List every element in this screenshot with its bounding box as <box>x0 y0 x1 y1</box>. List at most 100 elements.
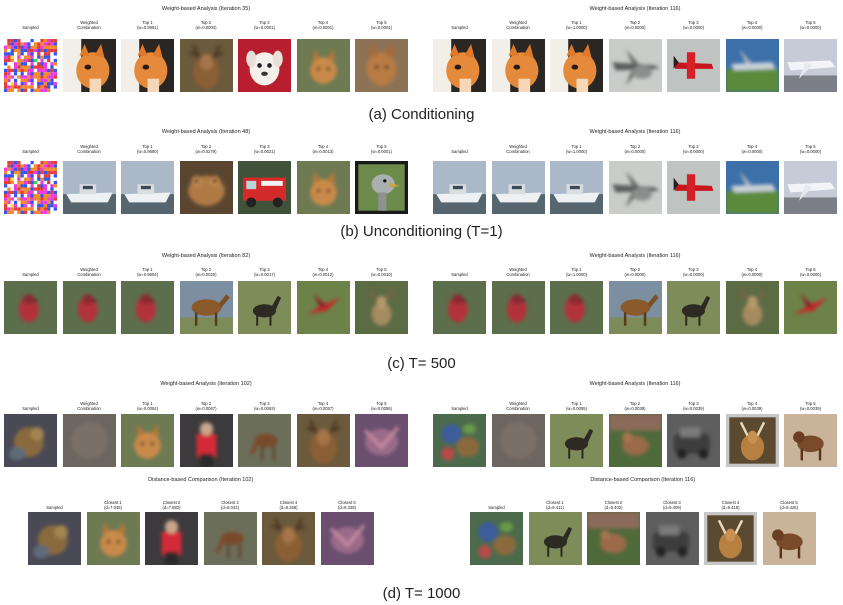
image-label-line1: Weighted <box>509 267 527 272</box>
thumbnail-image <box>725 161 779 214</box>
image-label-line2: (w=0.0000) <box>624 272 646 277</box>
image-label: Top 3(w=0.0001) <box>238 18 291 30</box>
thumbnail-image <box>238 281 291 334</box>
image-label-line1: Top 4 <box>317 401 329 406</box>
image-label-line1: Top 3 <box>259 144 270 149</box>
image-cell: Top 5(w=0.0001) <box>355 18 408 92</box>
image-label-line2: (w=0.9604) <box>136 272 159 277</box>
image-label-line1: Closest 1 <box>546 500 564 505</box>
subfigure-caption: (b) Unconditioning (T=1) <box>340 223 503 240</box>
thumbnail-image <box>179 39 233 92</box>
image-label: Closest 3(d=8.042) <box>204 498 257 510</box>
image-label-line1: Top 5 <box>805 20 816 25</box>
image-label-line1: Sampled <box>451 406 468 411</box>
image-label: Top 4(w=0.0013) <box>297 142 350 154</box>
thumbnail-image <box>4 414 57 467</box>
image-label-line2: (w=0.0279) <box>195 149 217 154</box>
image-label-line1: Top 3 <box>259 401 270 406</box>
image-label-line2: (d=8.339) <box>337 505 357 510</box>
image-label-line1: Sampled <box>22 406 39 411</box>
image-label-line2: Combination <box>506 272 530 277</box>
image-label: Top 5(w=0.0001) <box>355 18 408 30</box>
panel-title: Weight-based Analysis (Iteration 35) <box>161 6 251 12</box>
image-label: Closest 2(d=7.883) <box>145 498 198 510</box>
image-label-line2: (d=7.883) <box>162 505 181 510</box>
panel-title: Weight-based Analysis (Iteration 116) <box>589 381 681 387</box>
image-label-line1: Top 5 <box>376 20 387 25</box>
image-cell: Sampled <box>4 399 57 467</box>
thumbnail-image <box>608 414 662 467</box>
image-label-line2: (w=1.0000) <box>565 25 588 30</box>
thumbnail-image <box>550 281 603 334</box>
image-label: Top 5(w=0.0001) <box>355 142 408 154</box>
thumbnail-image <box>491 39 545 92</box>
image-cell: Top 4(w=0.0012) <box>296 265 350 334</box>
image-label-line2: (w=0.0001) <box>370 149 393 154</box>
image-label-line2: (w=0.0000) <box>799 25 822 30</box>
image-label-line2: (w=0.0000) <box>741 272 763 277</box>
thumbnail-image <box>470 512 523 565</box>
image-cell: Top 1(w=0.9991) <box>121 18 174 92</box>
thumbnail-image <box>179 161 233 214</box>
image-cell: Closest 5(d=8.339) <box>320 498 374 565</box>
thumbnail-image <box>667 161 720 214</box>
image-label-line1: Closest 5 <box>338 500 356 505</box>
image-label-line2: (w=0.0000) <box>682 272 705 277</box>
image-label: Top 4(w=0.0001) <box>297 18 350 30</box>
thumbnail-image <box>433 161 486 214</box>
image-label: Top 1(w=1.0000) <box>550 18 603 30</box>
image-label-line2: (w=0.0001) <box>253 25 276 30</box>
image-label-line2: (d=8.268) <box>279 505 298 510</box>
image-cell: Top 1(w=0.0054) <box>121 399 174 467</box>
image-cell: Top 1(w=0.9680) <box>121 142 174 214</box>
image-label-line2: (d=9.402) <box>604 505 623 510</box>
image-label-line2: Combination <box>506 406 530 411</box>
thumbnail-image <box>725 414 779 467</box>
image-label: Top 1(w=1.0000) <box>550 265 603 277</box>
image-label-line1: Closest 5 <box>780 500 798 505</box>
image-label: Sampled <box>433 142 486 154</box>
thumbnail-image <box>62 161 116 214</box>
thumbnail-image <box>296 281 350 334</box>
image-label: Closest 5(d=9.426) <box>763 498 816 510</box>
image-cell: Top 1(w=1.0000) <box>550 142 603 214</box>
image-label-line1: Top 3 <box>259 20 270 25</box>
image-cell: Top 3(w=0.0001) <box>238 18 291 92</box>
image-label-line1: Sampled <box>22 149 39 154</box>
image-label: Top 4(w=0.0012) <box>297 265 350 277</box>
image-label-line1: Sampled <box>22 25 39 30</box>
image-label-line1: Top 2 <box>200 20 212 25</box>
image-label-line1: Top 3 <box>688 20 699 25</box>
image-label-line1: Top 5 <box>805 144 816 149</box>
image-cell: Top 4(w=0.0013) <box>296 142 350 214</box>
image-label: Top 5(w=0.0000) <box>784 265 837 277</box>
image-label-line2: (w=0.0000) <box>682 25 705 30</box>
image-cell: Top 5(w=0.0001) <box>355 142 408 214</box>
image-label: Top 2(w=0.0000) <box>609 142 662 154</box>
image-cell: Top 3(w=0.0039) <box>667 399 720 467</box>
image-cell: Top 3(w=0.0000) <box>667 265 720 334</box>
image-label-line2: (w=0.0013) <box>312 149 334 154</box>
image-label-line1: Top 4 <box>746 267 758 272</box>
thumbnail-image <box>121 39 174 92</box>
image-label-line1: Sampled <box>488 505 505 510</box>
image-cell: Top 4(w=0.0057) <box>296 399 350 467</box>
thumbnail-image <box>355 161 408 214</box>
image-label-line2: (w=0.9680) <box>136 149 159 154</box>
image-label-line1: Top 3 <box>259 267 270 272</box>
image-label: Sampled <box>4 142 57 154</box>
image-label-line1: Closest 4 <box>279 500 298 505</box>
image-label-line1: Weighted <box>80 267 98 272</box>
subfigure-caption: (a) Conditioning <box>368 106 475 123</box>
image-label-line2: Combination <box>506 25 530 30</box>
image-label-line1: Top 2 <box>200 401 212 406</box>
image-cell: Closest 5(d=9.426) <box>762 498 816 565</box>
subfigure-caption: (d) T= 1000 <box>382 585 461 602</box>
image-label: Top 2(w=0.0000) <box>609 265 662 277</box>
image-label-line1: Closest 3 <box>221 500 239 505</box>
thumbnail-image <box>238 414 291 467</box>
image-cell: Sampled <box>470 498 523 565</box>
image-label-line1: Sampled <box>451 25 468 30</box>
image-label: Closest 1(d=9.411) <box>529 498 582 510</box>
